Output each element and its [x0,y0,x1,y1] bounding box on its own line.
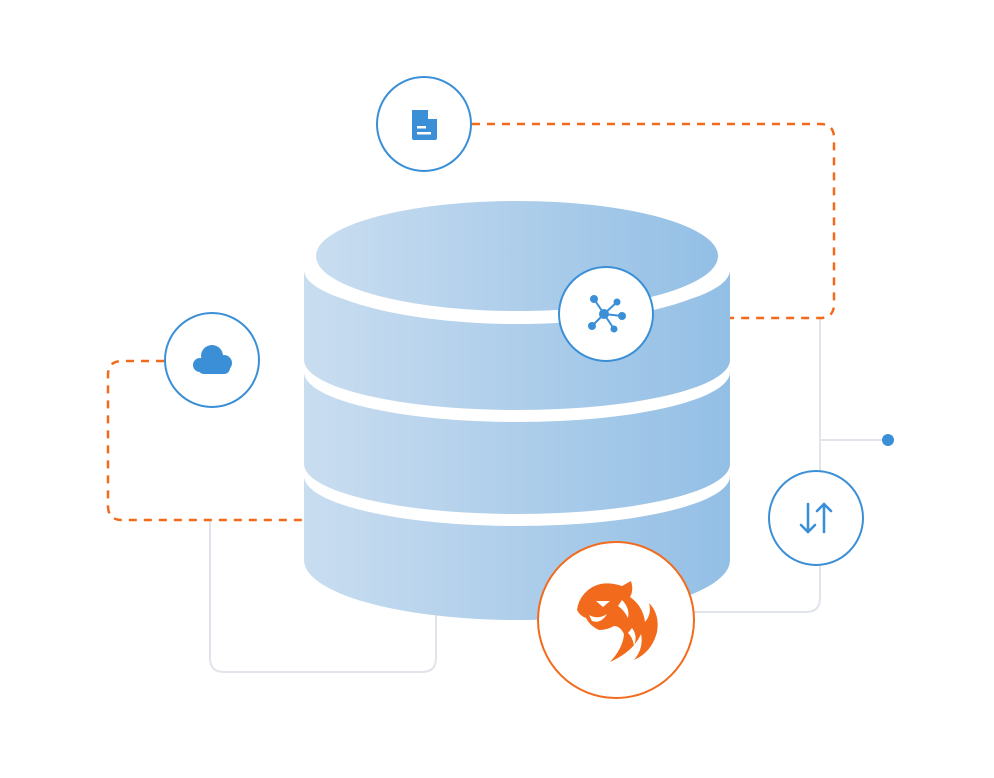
network-node[interactable] [558,266,654,362]
database-tier-top [304,270,730,410]
gray-connector-right [690,318,821,613]
up-down-arrows-icon [799,502,833,534]
cloud-node[interactable] [164,312,260,408]
orange-connector-cloud [106,359,304,522]
gray-connectors [209,318,886,673]
orange-connectors [106,122,836,522]
endpoint-dot [882,434,894,446]
database-top-cap [316,201,718,311]
database-icon [304,201,730,620]
tiger-logo-icon [577,581,658,662]
tiger-logo-node[interactable] [537,541,695,699]
orange-connector-document [472,122,836,320]
network-hub-icon [588,295,626,333]
database-tier-middle [304,372,730,514]
document-node[interactable] [376,76,472,172]
document-icon [412,110,437,140]
gray-connector-bottom-left [209,520,437,673]
sync-node-ring [768,470,864,566]
cloud-icon [193,345,232,374]
sync-node[interactable] [768,470,864,566]
